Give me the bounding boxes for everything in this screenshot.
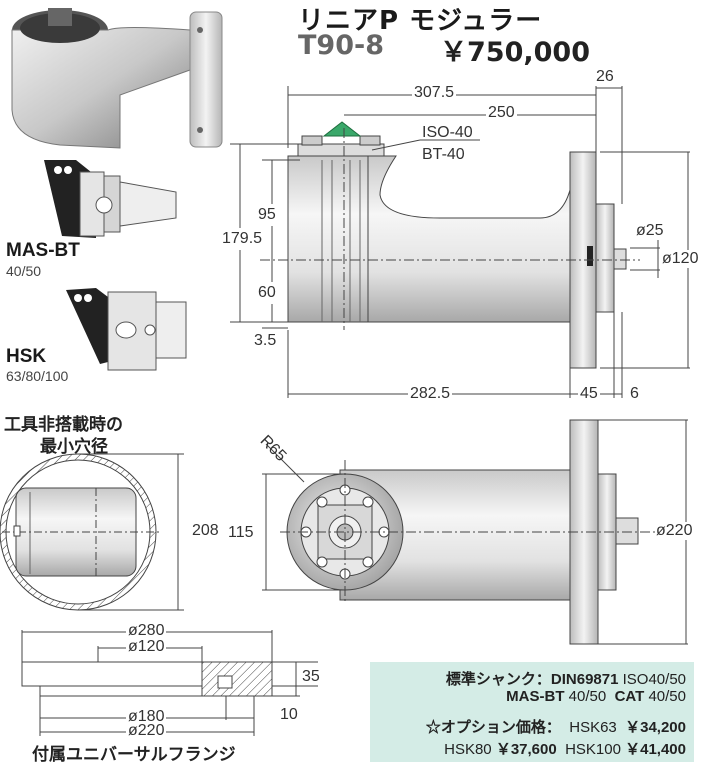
option-hsk80: HSK80: [444, 741, 492, 758]
dim-h10: 10: [280, 706, 298, 723]
side-view: [230, 86, 690, 398]
hsk-sizes: 63/80/100: [6, 368, 69, 384]
option-label: ☆オプション価格：: [425, 719, 561, 736]
std-shank-label: 標準シャンク：: [445, 671, 551, 688]
mas-bt-label: MAS-BT: [6, 240, 80, 261]
spec-mas-value: 40/50: [564, 688, 607, 705]
dim-height-total: 179.5: [222, 228, 263, 250]
dim-flange-len: 45: [578, 385, 600, 403]
dim-bt: BT-40: [422, 146, 465, 163]
spec-cat-label: CAT: [614, 688, 645, 705]
bore-diameter: 208: [192, 522, 219, 540]
model-number: T90-8: [298, 30, 384, 61]
product-photo: [11, 8, 223, 149]
spec-box: 標準シャンク：DIN69871 ISO40/50 MAS-BT 40/50 CA…: [370, 662, 694, 762]
dim-flange-dia: ø120: [662, 250, 699, 268]
dim-body-len: 282.5: [408, 385, 453, 403]
dim-top-flange-dia: ø220: [656, 522, 693, 540]
dim-overall: 307.5: [412, 84, 457, 102]
dim-to-flange: 250: [486, 104, 517, 122]
dim-width: 115: [228, 522, 254, 544]
std-shank-line: 標準シャンク：DIN69871 ISO40/50: [446, 668, 686, 689]
dim-end-thk: 6: [630, 385, 639, 403]
option-hsk80-price: ￥37,600: [495, 741, 557, 758]
product-title: リニアP モジュラー: [298, 6, 543, 36]
spec-mas-label: MAS-BT: [506, 688, 565, 705]
option-hsk63: HSK63: [569, 719, 617, 736]
dim-upper: 95: [258, 204, 276, 226]
option-hsk100-price: ￥41,400: [625, 741, 686, 758]
flange-caption: 付属ユニバーサルフランジ: [32, 745, 236, 765]
bore-section: [0, 453, 184, 611]
green-marker: [322, 121, 362, 137]
bore-caption-2: 最小穴径: [40, 437, 108, 457]
option-line-2: HSK80 ￥37,600 HSK100 ￥41,400: [444, 738, 686, 759]
option-line-1: ☆オプション価格： HSK63 ￥34,200: [426, 716, 686, 737]
dim-flange-thk: 26: [596, 68, 614, 86]
universal-flange: [21, 630, 318, 736]
dim-d280: ø280: [126, 622, 167, 640]
dim-h35: 35: [302, 668, 320, 685]
dim-shank-dia: ø25: [636, 222, 664, 239]
dim-d120: ø120: [126, 638, 167, 656]
option-hsk100: HSK100: [565, 741, 621, 758]
top-view: [262, 419, 688, 645]
dim-base: 3.5: [254, 332, 277, 350]
dim-d180: ø180: [126, 708, 167, 726]
hsk-label: HSK: [6, 346, 47, 367]
dim-d220: ø220: [126, 722, 167, 740]
bore-caption-1: 工具非搭載時の: [4, 415, 123, 435]
dim-iso: ISO-40: [422, 124, 473, 141]
price: ￥750,000: [440, 37, 590, 68]
std-shank-iso: ISO40/50: [618, 671, 686, 688]
mas-bt-holder-drawing: [44, 160, 177, 238]
mas-cat-line: MAS-BT 40/50 CAT 40/50: [506, 688, 686, 705]
option-hsk63-price: ￥34,200: [625, 719, 686, 736]
std-shank-din: DIN69871: [550, 671, 619, 688]
mas-bt-sizes: 40/50: [6, 263, 42, 279]
dim-lower: 60: [258, 282, 276, 304]
spec-cat-value: 40/50: [644, 688, 686, 705]
hsk-holder-drawing: [66, 288, 187, 371]
